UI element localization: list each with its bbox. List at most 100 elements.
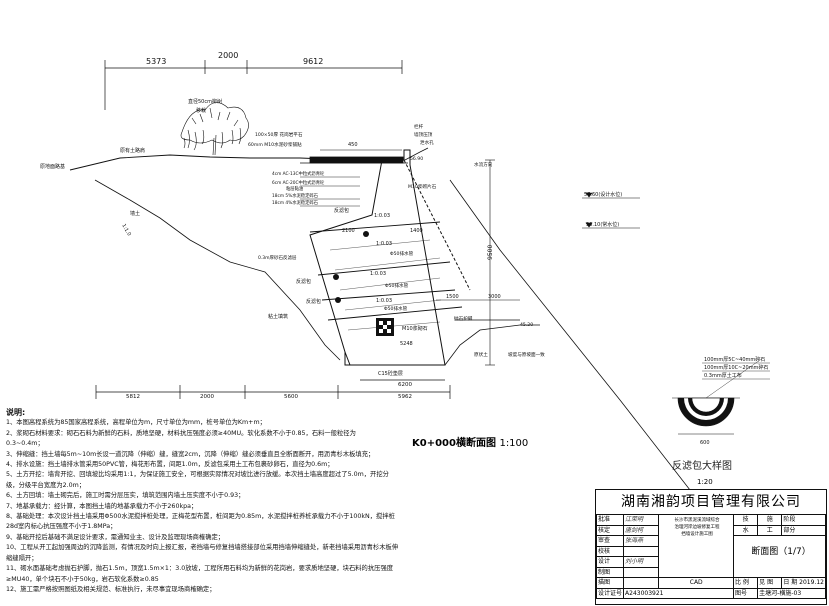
project-desc-line: 挡墙设计施工图 — [681, 532, 713, 537]
detail-title: 反滤包大样图 — [672, 461, 732, 472]
label-coping: 墙顶压顶 — [414, 131, 433, 138]
willow-tree-icon — [180, 102, 249, 156]
tb-signature: 张海燕 — [623, 535, 660, 547]
label-grade-1: 1:0.03 — [374, 213, 390, 219]
drain-pipes — [309, 221, 463, 321]
label-joint: 泄水孔 — [420, 139, 434, 146]
label-pipe-1: Φ50排水管 — [390, 250, 414, 257]
dim-bottom-3: 5600 — [284, 394, 298, 400]
dim-bottom-4: 6200 — [398, 382, 412, 388]
tb-label: 设计 — [595, 556, 625, 568]
tb-scale-label: 比 例 — [733, 577, 759, 589]
bottom-dimension-line — [95, 379, 451, 399]
label-m10b: M10浆砌片石 — [408, 183, 437, 190]
label-tree: 直径50cm柳树 — [188, 98, 222, 105]
label-wl2: 56.10(常水位) — [586, 221, 619, 228]
note-line: 6、土方回填：墙土砌完后，施工时需分层压实，填筑范围内墙土压实度不小于0.93； — [6, 492, 245, 500]
label-base-b: 18cm 5%水泥稳定碎石 — [272, 192, 319, 199]
label-c15: C15砼垫层 — [378, 370, 403, 377]
note-line: 10、工程从开工起加强周边的沉降监测，有情况及时向上报汇报，老挡墙与修复挡墙搭接… — [6, 544, 399, 552]
tb-key: 水 — [733, 524, 759, 536]
label-1500: 1500 — [446, 294, 459, 300]
dim-bottom-1: 5812 — [126, 394, 140, 400]
tb-label: 设计证号 — [595, 587, 625, 599]
label-shoulder: 原有土路肩 — [120, 147, 145, 154]
note-line: 7、地基承载力：经计算，本图挡土墙的地基承载力不小于260kpa； — [6, 502, 198, 510]
label-2100: 2100 — [342, 228, 355, 234]
tb-label: 制图 — [595, 566, 625, 578]
label-mortar: 60mm M10水泥砂浆铺贴 — [248, 141, 302, 148]
tb-label: 批准 — [595, 514, 625, 526]
tb-key: 部分 — [781, 524, 826, 536]
tb-signature: 唐剑柯 — [623, 524, 660, 536]
label-backfill: 粘土填筑 — [268, 313, 288, 320]
dim-top-1: 5373 — [146, 57, 166, 66]
label-wl1: 57.60(设计水位) — [584, 191, 622, 198]
tb-drawing-no-label: 图号 — [733, 587, 759, 599]
tb-label: 描图 — [595, 577, 625, 589]
label-el-a: 56.90 — [410, 156, 423, 162]
tb-drawing-no: 圭塘河-横施-03 — [757, 587, 826, 599]
label-asphalt-b: 6cm AC-20C中粒式沥青砼 — [272, 179, 325, 186]
label-grade-4: 1:0.03 — [376, 298, 392, 304]
label-water-dir: 水流方向 — [474, 161, 493, 168]
label-pipe-3: Φ50排水管 — [384, 305, 408, 312]
tb-cert-no: A243003921 — [623, 587, 735, 599]
label-asphalt-a: 4cm AC-13C中粒式沥青砼 — [272, 170, 325, 177]
note-line: 11、砌水面基础考虑抛石护脚，抛石1.5m，顶宽1.5m×1：3.0放坡，工程所… — [6, 565, 394, 573]
label-filter-c: 反滤包 — [306, 298, 321, 305]
label-road: 原地面路基 — [40, 163, 65, 170]
detail-legend-2: 100mm厚10C~20mm碎石 — [704, 364, 768, 371]
tb-signature — [623, 545, 660, 557]
notes-title: 说明: — [6, 408, 26, 417]
note-line: 9、基础开挖后基础不满足设计要求，需通知业主、设计及监理现场商榷确定； — [6, 533, 225, 541]
dim-vertical: 9500 — [487, 245, 494, 260]
tb-label: 审查 — [595, 535, 625, 547]
dim-bottom-5: 5962 — [398, 394, 412, 400]
label-stone: 100×50厚 花岗岩平石 — [255, 131, 303, 138]
filter-bag-detail — [672, 359, 761, 435]
label-m10: M10浆砌石 — [402, 325, 428, 332]
note-line: 1、本图高程系统为85国家高程系统，高程单位为m，尺寸单位为mm，桩号单位为Km… — [6, 419, 266, 427]
note-line: 4、排水设施：挡土墙排水管采用50PVC管，梅花形布置，间距1.0m，反滤包采用… — [6, 461, 334, 469]
detail-legend-3: 0.3mm厚土工布 — [704, 372, 742, 379]
detail-scale: 1:20 — [697, 478, 713, 486]
label-450: 450 — [348, 142, 358, 148]
tb-label: 校核 — [595, 545, 625, 557]
tb-key: 技 — [733, 514, 759, 526]
label-filter-a: 反滤包 — [334, 207, 349, 214]
note-line: 8、基础处理：本次设计挡土墙采用Φ500水泥搅拌桩处理，正梅花型布置，桩间距为0… — [6, 513, 395, 521]
label-slope-fix: 坡度与原坡面一致 — [508, 351, 545, 358]
dim-top-3: 9612 — [303, 57, 323, 66]
label-1400: 1400 — [410, 228, 423, 234]
note-line: 0.3~0.4m； — [6, 440, 44, 448]
detail-legend-1: 100mm厚5C~40mm碎石 — [704, 356, 765, 363]
label-tree-2: 移栽 — [196, 107, 206, 114]
tb-date-label: 日 期 — [783, 579, 798, 587]
dim-top-2: 2000 — [218, 51, 238, 60]
section-scale: 1:100 — [499, 438, 529, 449]
label-filter-b: 反滤包 — [296, 278, 311, 285]
section-title-text: K0+000横断面图 — [412, 438, 496, 449]
note-line: 12、施工需严格按照图纸及相关规范、标准执行，未尽事宜现场商榷确定； — [6, 585, 216, 593]
note-line: 2、浆砌石材料要求：砌石石料为新鲜的石料，质地坚硬，材料抗压强度必须≥40MU。… — [6, 429, 356, 437]
detail-dim: 600 — [700, 440, 710, 446]
note-line: 3、伸缩缝：挡土墙每5m~10m长设一道沉降（伸缩）缝，缝宽2cm，沉降（伸缩）… — [6, 450, 375, 458]
dim-bottom-2: 2000 — [200, 394, 214, 400]
label-grade-3: 1:0.03 — [370, 271, 386, 277]
note-line: 级，分级平台宽度为2.0m； — [6, 481, 86, 489]
label-cut-slope: 墙土 — [130, 210, 140, 217]
tb-cad: CAD — [658, 577, 735, 589]
tb-key: 阶段 — [781, 514, 826, 526]
tb-signature — [623, 566, 660, 578]
label-rail: 栏杆 — [414, 123, 424, 130]
tb-value: 工 — [757, 524, 783, 536]
label-base-c: 18cm 4%水泥稳定碎石 — [272, 199, 319, 206]
title-block-table: 批准 江荣明 技 施 阶段 核定 唐剑柯 水 工 部分 审查 张海燕 校核 — [595, 514, 826, 599]
river-bank-slope — [444, 179, 691, 491]
project-desc-line: 长沙市黑泥溪流域综合 — [674, 518, 720, 523]
tb-label: 核定 — [595, 524, 625, 536]
note-line: 5、土方开挖：墙背开挖、回填坡比均采用1:1，为保证施工安全，可根据实际情况对坡… — [6, 471, 389, 479]
design-notes: 说明: 1、本图高程系统为85国家高程系统，高程单位为m，尺寸单位为mm，桩号单… — [6, 408, 594, 595]
